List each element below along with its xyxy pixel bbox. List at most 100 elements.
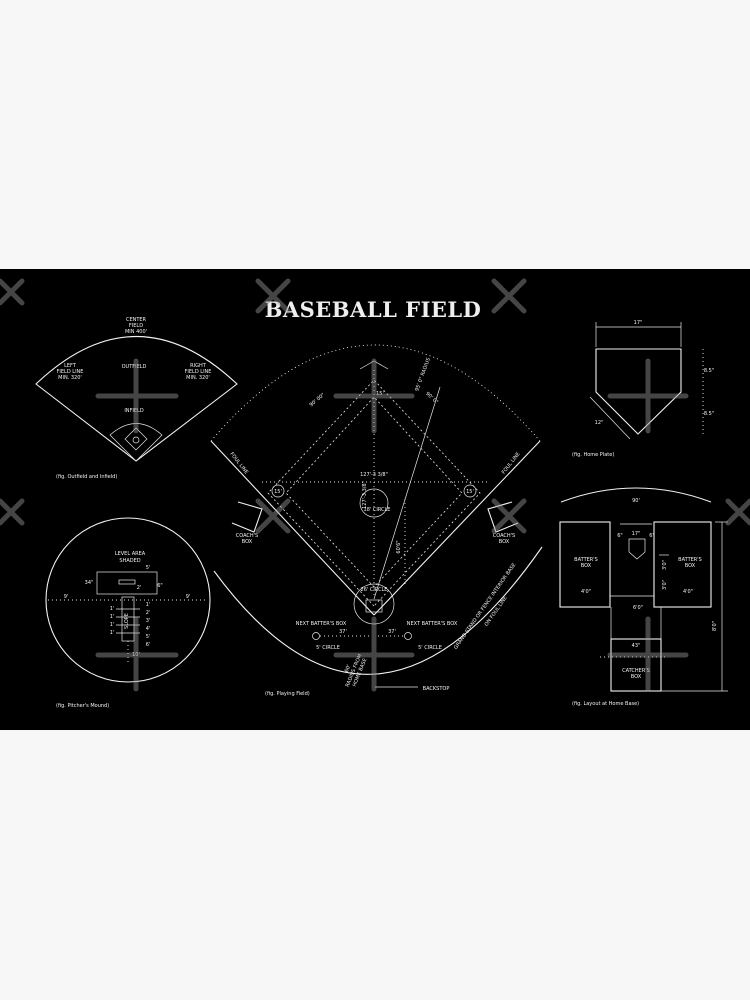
- watermark-x-1: [0, 278, 25, 306]
- watermark-plus-1: [95, 358, 179, 434]
- catchers-box-2: BOX: [631, 674, 642, 680]
- right-foul-line: [373, 440, 541, 616]
- dim-9-left: 9': [64, 594, 69, 600]
- layout-top-arc: [560, 487, 712, 503]
- dist-37-left: 37': [339, 629, 347, 635]
- backstop-label: BACKSTOP: [423, 686, 450, 692]
- plate-diag-line: [589, 396, 631, 440]
- outfield-caption: (fig. Outfield and Infield): [56, 474, 117, 480]
- home-circle: [353, 583, 395, 625]
- watermark-x-5: [255, 498, 291, 534]
- diagonal-label: 127'-3 3/8": [360, 472, 388, 478]
- outfield-fence-arc: [210, 344, 541, 442]
- left-field-label-1: LEFT: [64, 363, 77, 369]
- backstop-arc: [213, 546, 543, 675]
- grand-stand-label-1: GRAND STAND OR FENCE INTERIOR BASE: [453, 562, 517, 650]
- radius-label: 95' 0" RADIUS: [414, 357, 432, 392]
- dim-9-right: 9': [186, 594, 191, 600]
- dim-6-left-label: 6": [617, 533, 622, 539]
- home-layout-caption: (fig. Layout at Home Base): [572, 701, 639, 707]
- catchers-box: [610, 638, 662, 692]
- dim-15-top: 15': [376, 391, 384, 397]
- dim-43-label: 43": [632, 643, 641, 649]
- poster-title: BASEBALL FIELD: [265, 297, 482, 322]
- plate-diag-label: 12": [595, 420, 604, 426]
- pitch-distance-label: 60'6": [396, 540, 402, 553]
- dim-3-upper-label: 3'0": [662, 560, 668, 570]
- dim-15-left: 15': [274, 489, 282, 495]
- watermark-pattern: [0, 278, 750, 692]
- plate-width-label: 17": [634, 320, 643, 326]
- dim-6-label: 6": [157, 583, 162, 589]
- watermark-plus-2: [333, 358, 415, 434]
- home-layout-figure: 90' BATTER'S BOX BATTER'S BOX 6" 17" 6" …: [559, 487, 728, 707]
- dim-17-label: 17": [632, 531, 641, 537]
- base-dist-left: 90' 00": [309, 392, 327, 408]
- radius-line: [373, 386, 441, 600]
- dist-37-right: 37': [388, 629, 396, 635]
- plate-side-upper: 8.5": [704, 368, 714, 374]
- watermark-x-3: [491, 278, 527, 314]
- level-area-rect: [96, 571, 158, 595]
- dim-4-left-label: 4'0": [581, 589, 591, 595]
- left-field-label-2: FIELD LINE: [57, 369, 84, 375]
- batters-box-right-2: BOX: [685, 563, 696, 569]
- layout-plate: [628, 538, 646, 560]
- side-scale-3: 3': [146, 618, 151, 624]
- coach-box-right: [487, 501, 519, 533]
- pitchers-mound-figure: LEVEL AREA SHADED 5' 34" 2' 6" 9' 9' 1' …: [45, 517, 211, 709]
- side-scale-1: 1': [146, 602, 151, 608]
- infield-arc: [109, 423, 163, 462]
- circle-26-label: 26' CIRCLE: [361, 587, 388, 593]
- outfield-fan-outline: [35, 335, 238, 462]
- base-dist-right: 90' 0": [424, 391, 439, 405]
- on-deck-circle-left: [312, 632, 320, 640]
- third-base-circle: [271, 484, 285, 498]
- infield-label: INFIELD: [124, 408, 144, 414]
- watermark-plus-6: [607, 616, 689, 692]
- left-scale-1: 1': [110, 606, 115, 612]
- watermark-plus-3: [607, 358, 689, 434]
- left-scale-3: 1': [110, 622, 115, 628]
- side-scale-2: 2': [146, 610, 151, 616]
- coaches-box-right-1: COACH'S: [493, 533, 515, 539]
- dim-8-label: 8'0": [712, 621, 718, 631]
- dim-34-label: 34": [85, 580, 94, 586]
- center-field-label-1: CENTER: [126, 317, 147, 323]
- on-deck-circle-right: [404, 632, 412, 640]
- playing-field-figure: 90' 00" 90' 0" 95' 0" RADIUS 127'-3 3/8"…: [210, 344, 543, 697]
- left-scale-4: 1': [110, 630, 115, 636]
- mound-circle: [45, 517, 211, 683]
- left-scale-2: 1': [110, 614, 115, 620]
- mound-caption: (fig. Pitcher's Mound): [56, 703, 109, 709]
- batters-box-left: [559, 521, 611, 608]
- inner-diamond: [285, 396, 463, 588]
- plate-side-lower: 8.5": [704, 411, 714, 417]
- pitchers-rubber: [118, 579, 136, 585]
- watermark-plus-5: [333, 616, 415, 692]
- home-plate-figure: 17" 8.5" 8.5" 12" (fig. Home Plate): [572, 320, 714, 458]
- second-base-marker: [359, 360, 389, 370]
- diagonal-vertical-label: 127'-3 3/8": [362, 481, 368, 509]
- circle-5-right: 5' CIRCLE: [418, 645, 442, 651]
- outfield-label: OUTFIELD: [122, 364, 147, 370]
- pitchers-circle: [359, 488, 389, 518]
- left-foul-line: [210, 440, 375, 616]
- next-batter-left: NEXT BATTER'S BOX: [296, 621, 347, 627]
- home-plate-caption: (fig. Home Plate): [572, 452, 614, 458]
- right-field-label-1: RIGHT: [190, 363, 207, 369]
- dim-2-label: 2': [137, 585, 142, 591]
- batters-box-right: [653, 521, 712, 608]
- right-field-label-3: MIN. 320': [186, 375, 210, 381]
- dim-6ft-label: 6'0": [633, 605, 643, 611]
- slope-label: SLOPE: [124, 613, 130, 629]
- level-area-label: LEVEL AREA: [115, 551, 146, 557]
- center-field-label-3: MIN 400': [125, 329, 147, 335]
- dim-5-label: 5': [146, 565, 151, 571]
- batters-box-right-1: BATTER'S: [678, 557, 702, 563]
- playing-field-caption: (fig. Playing Field): [265, 691, 310, 697]
- dim-6-right-label: 6": [649, 533, 654, 539]
- blueprint-poster: BASEBALL FIELD CENTER FIELD MIN 400' LEF…: [0, 269, 750, 730]
- catchers-box-1: CATCHER'S: [622, 668, 650, 674]
- home-plate-shape: [595, 348, 682, 435]
